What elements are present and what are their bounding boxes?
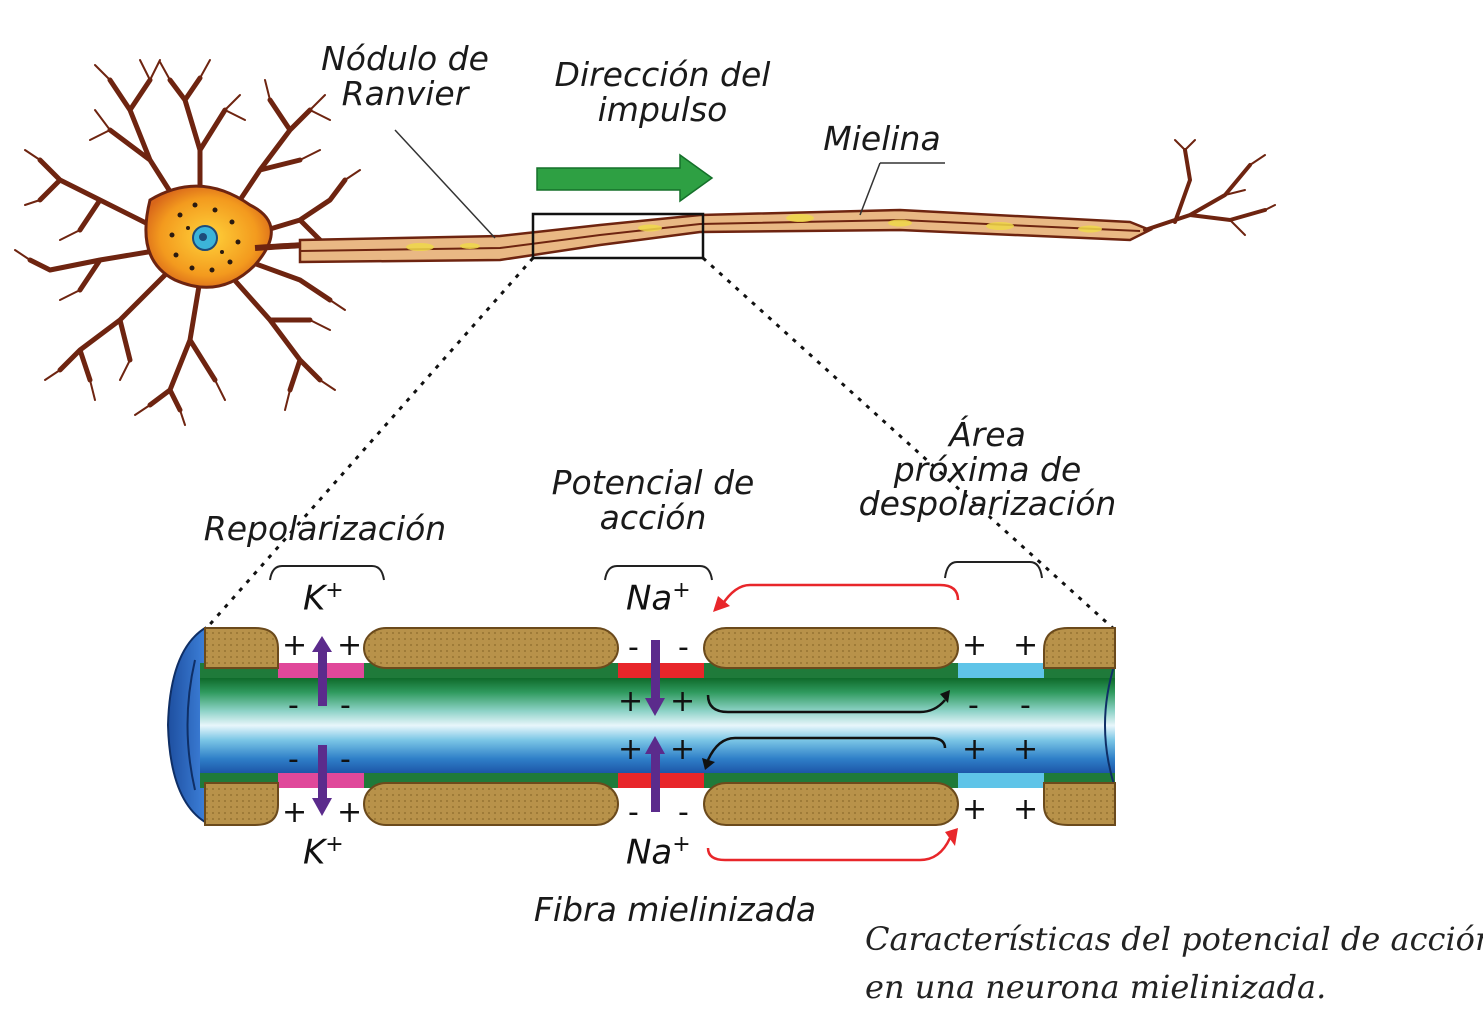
direction-label-line1: Dirección del bbox=[540, 58, 785, 93]
direction-arrow bbox=[537, 155, 712, 201]
potassium-ion-bottom: K+ bbox=[303, 832, 344, 872]
caption-line1: Características del potencial de acción bbox=[865, 915, 1483, 963]
node-label-line2: Ranvier bbox=[300, 77, 510, 112]
ion-charge: + bbox=[325, 832, 343, 857]
next-depolarization-label: Área próxima de despolarización bbox=[845, 418, 1130, 522]
next-area-line3: despolarización bbox=[845, 487, 1130, 522]
ion-charge: + bbox=[672, 578, 690, 603]
ion-symbol: K bbox=[303, 832, 325, 872]
myelinated-fiber-label: Fibra mielinizada bbox=[520, 893, 830, 928]
caption-line2: en una neurona mielinizada. bbox=[865, 963, 1483, 1011]
action-potential-line2: acción bbox=[538, 501, 768, 536]
node-of-ranvier-label: Nódulo de Ranvier bbox=[300, 42, 510, 111]
ion-symbol: K bbox=[303, 578, 325, 618]
ion-symbol: Na bbox=[626, 832, 672, 872]
ion-charge: + bbox=[672, 832, 690, 857]
ion-symbol: Na bbox=[626, 578, 672, 618]
next-area-line2: próxima de bbox=[845, 453, 1130, 488]
potassium-ion-top: K+ bbox=[303, 578, 344, 618]
sodium-ion-bottom: Na+ bbox=[626, 832, 691, 872]
action-potential-line1: Potencial de bbox=[538, 466, 768, 501]
ion-charge: + bbox=[325, 578, 343, 603]
next-area-line1: Área bbox=[845, 418, 1130, 453]
direction-label-line2: impulso bbox=[540, 93, 785, 128]
sodium-ion-top: Na+ bbox=[626, 578, 691, 618]
node-label-line1: Nódulo de bbox=[300, 42, 510, 77]
impulse-direction-label: Dirección del impulso bbox=[540, 58, 785, 127]
figure-caption: Características del potencial de acción … bbox=[865, 915, 1483, 1011]
myelin-label: Mielina bbox=[812, 122, 952, 157]
repolarization-label: Repolarización bbox=[190, 512, 460, 547]
action-potential-label: Potencial de acción bbox=[538, 466, 768, 535]
axon-myelin bbox=[300, 210, 1150, 262]
